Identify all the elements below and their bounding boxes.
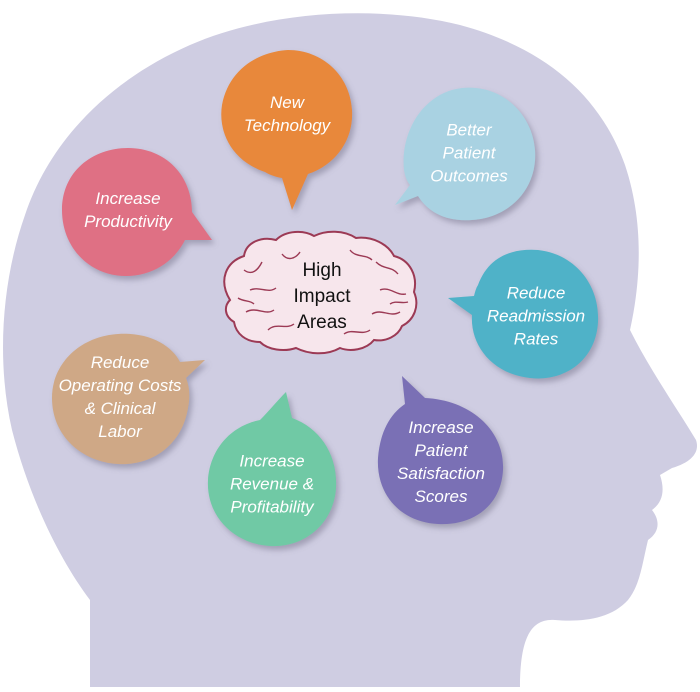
label-line: Scores [414,487,468,506]
bubble-new-technology [221,50,353,210]
brain-illustration [223,230,418,355]
label-line: Patient [442,143,496,163]
label-increase-patient-satisfaction: Increase Patient Satisfaction Scores [397,416,485,508]
bubble-increase-patient-satisfaction [377,376,504,525]
center-line-1: High [302,260,342,281]
label-line: Increase [239,451,305,471]
label-line: New [269,93,305,112]
bubble-reduce-readmission-rates [448,249,599,379]
label-line: Operating Costs [58,376,182,395]
bubble-shape [448,249,599,379]
label-reduce-operating-costs: Reduce Operating Costs & Clinical Labor [59,351,182,443]
label-line: Reduce [506,283,566,303]
label-line: & Clinical [84,399,156,418]
bubble-shape [52,333,205,465]
bubble-increase-productivity [62,148,212,276]
label-line: Increase [95,189,161,208]
label-line: Better [446,120,492,140]
label-line: Rates [513,329,559,349]
label-line: Revenue & [229,474,315,494]
label-line: Productivity [84,212,172,231]
bubble-shape [207,392,337,547]
center-line-2: Impact [293,286,351,307]
label-line: Increase [408,418,474,437]
label-line: Labor [98,422,142,441]
bubble-shape [221,50,353,210]
label-increase-productivity: Increase Productivity [84,187,172,233]
label-better-patient-outcomes: Better Patient Outcomes [430,119,507,188]
label-line: Reduce [90,353,150,372]
bubble-shape [395,87,536,221]
brain-outline [223,230,418,355]
label-line: Readmission [486,306,586,326]
label-line: Patient [414,441,468,460]
label-line: Profitability [230,497,314,517]
label-new-technology: New Technology [244,91,330,137]
label-reduce-readmission-rates: Reduce Readmission Rates [487,282,585,351]
brain-folds [237,249,409,335]
bubble-reduce-operating-costs [52,333,205,465]
label-line: Outcomes [430,166,508,186]
label-increase-revenue-profitability: Increase Revenue & Profitability [230,450,314,519]
bubble-shape [62,148,212,276]
bubble-shape [377,376,504,525]
bubble-increase-revenue-profitability [207,392,337,547]
label-line: Satisfaction [397,464,485,483]
label-line: Technology [243,116,331,135]
center-line-3: Areas [297,312,347,333]
bubble-better-patient-outcomes [395,87,536,221]
center-label: High Impact Areas [293,258,350,336]
